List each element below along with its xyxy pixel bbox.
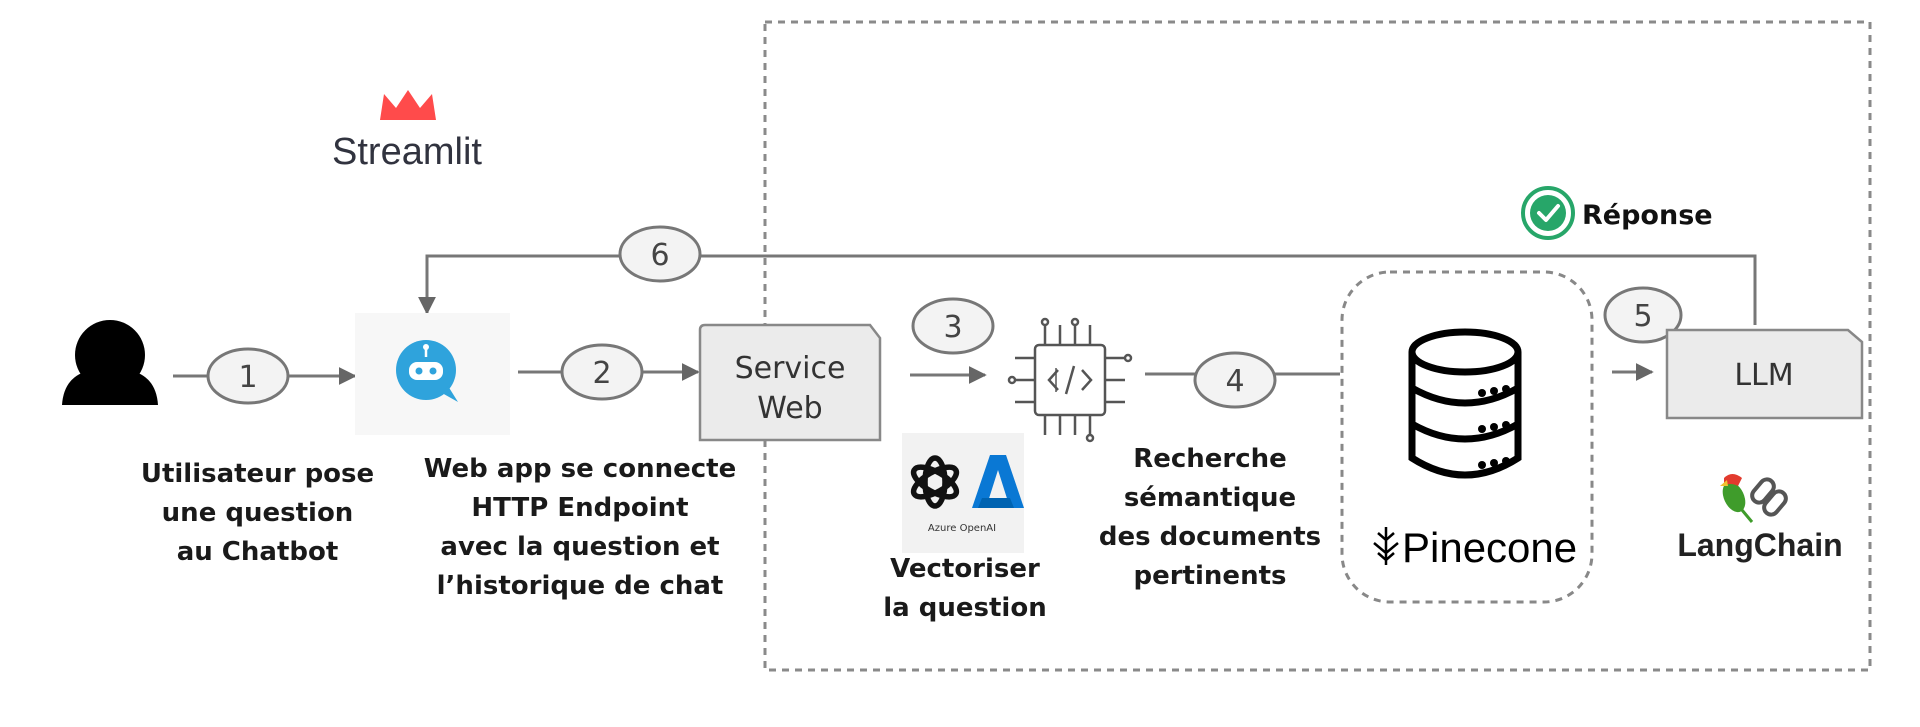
user-icon: [62, 320, 158, 405]
svg-text:LangChain: LangChain: [1677, 527, 1842, 563]
caption-search: Recherche sémantique des documents perti…: [1098, 444, 1322, 591]
svg-text:3: 3: [943, 310, 962, 345]
svg-text:6: 6: [650, 238, 669, 273]
streamlit-logo: Streamlit: [332, 90, 482, 173]
svg-text:Pinecone: Pinecone: [1402, 524, 1577, 571]
svg-text:Azure OpenAI: Azure OpenAI: [928, 523, 996, 534]
svg-text:2: 2: [592, 356, 611, 391]
response-loop-line: [418, 254, 1757, 325]
code-chip-icon: [1007, 317, 1133, 443]
step-5: 5: [1603, 286, 1683, 344]
chatbot-icon: [355, 313, 510, 435]
step-3: 3: [911, 297, 995, 355]
pinecone-node: Pinecone: [1340, 270, 1594, 604]
svg-text:Streamlit: Streamlit: [332, 131, 482, 173]
svg-text:LLM: LLM: [1734, 358, 1793, 393]
database-icon: [1408, 328, 1522, 479]
azure-openai-logo: Azure OpenAI: [902, 433, 1024, 553]
step-2: 2: [560, 343, 644, 401]
backend-boundary: [763, 20, 1872, 672]
langchain-logo: LangChain: [1677, 474, 1843, 563]
llm-node: LLM: [1665, 328, 1864, 420]
svg-text:5: 5: [1633, 299, 1652, 334]
caption-user: Utilisateur pose une question au Chatbot: [140, 459, 375, 567]
svg-text:4: 4: [1225, 364, 1244, 399]
svg-text:1: 1: [238, 360, 257, 395]
svg-text:Web: Web: [757, 391, 822, 426]
caption-vectorize: Vectoriser la question: [883, 554, 1047, 623]
response-badge: Réponse: [1521, 186, 1713, 240]
svg-text:Service: Service: [735, 351, 846, 386]
pinecone-mark-icon: [1373, 527, 1399, 565]
caption-webapp: Web app se connecte HTTP Endpoint avec l…: [423, 454, 737, 601]
svg-text:Réponse: Réponse: [1582, 200, 1713, 231]
step-6: 6: [618, 225, 702, 283]
step-1: 1: [206, 347, 290, 405]
step-4: 4: [1193, 351, 1277, 409]
service-web-node: Service Web: [698, 323, 882, 442]
